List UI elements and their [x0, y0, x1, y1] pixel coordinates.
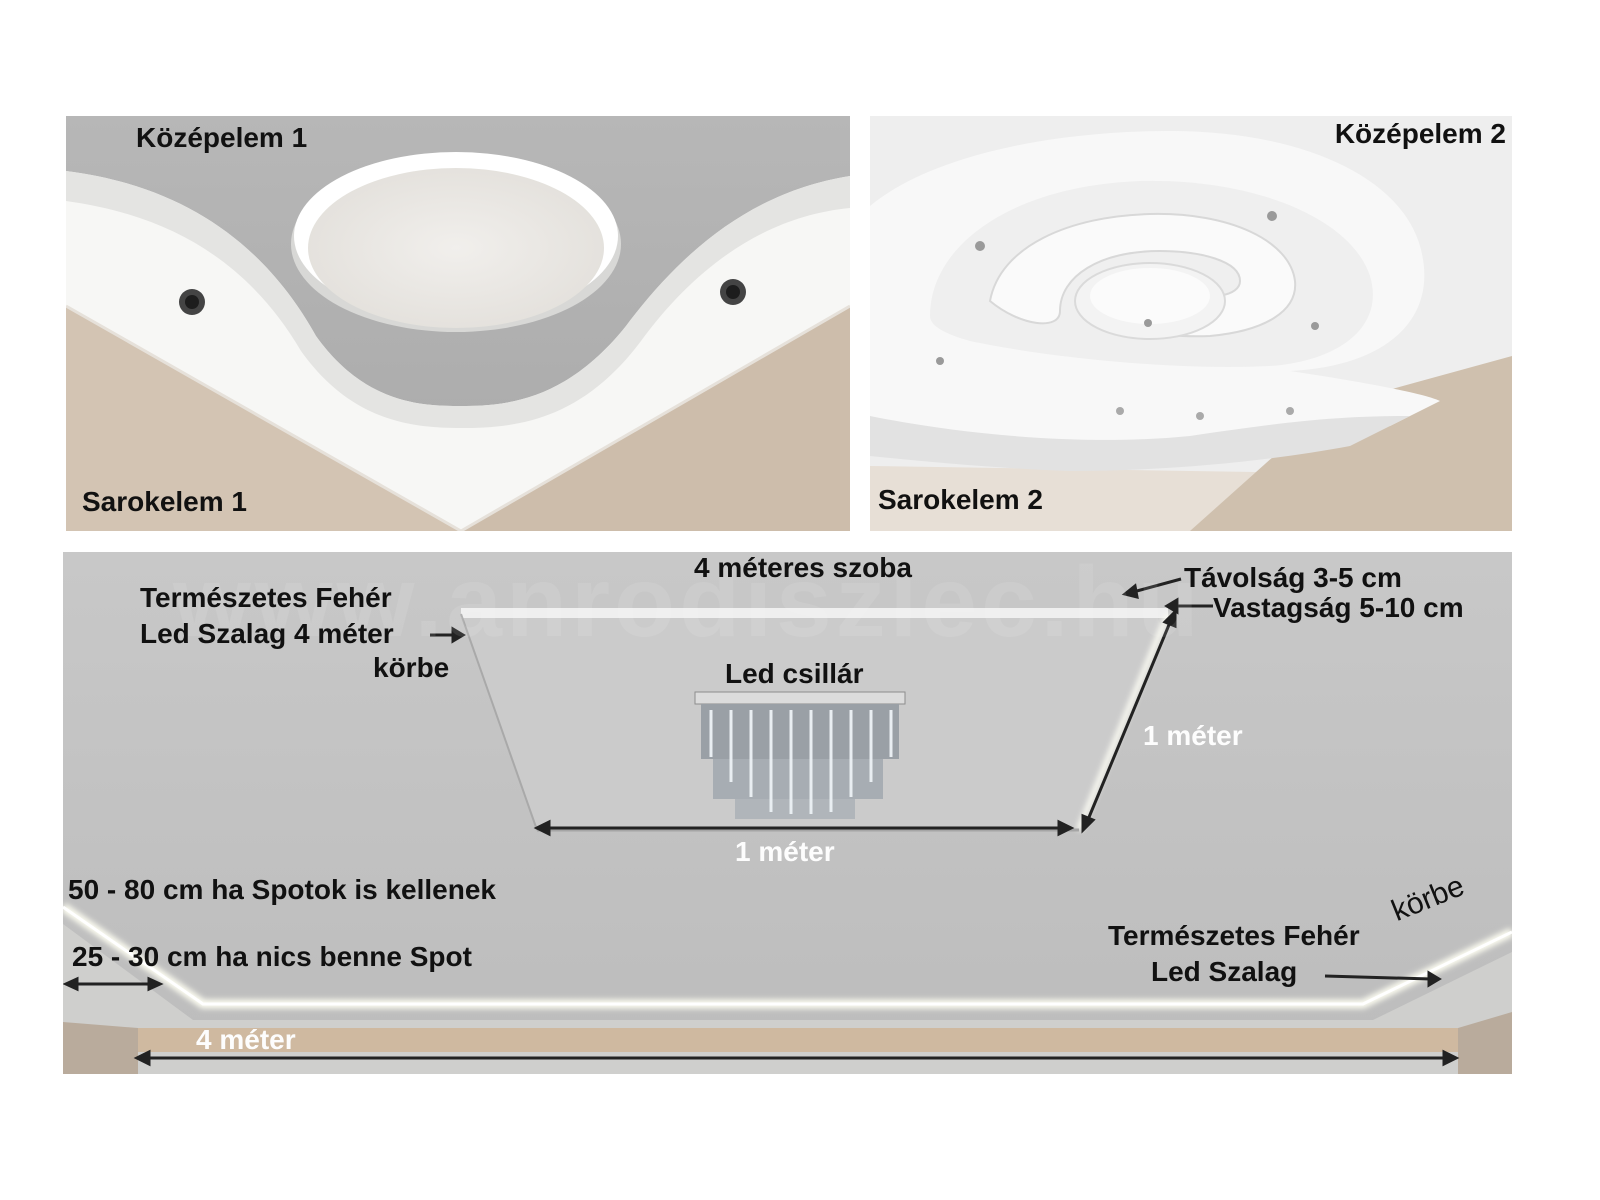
panel-kozepelem-1: Középelem 1 Sarokelem 1	[66, 116, 850, 531]
room-ceiling-illustration	[63, 552, 1512, 1074]
label-kozepelem-2: Középelem 2	[1334, 118, 1506, 149]
label-kozepelem-1: Középelem 1	[136, 122, 308, 153]
label-width-dimension: 4 méter	[196, 1024, 296, 1055]
label-sarokelem-1: Sarokelem 1	[82, 486, 247, 517]
label-bottom-dimension: 1 méter	[735, 836, 835, 867]
label-led-strip-bottom-1: Természetes Fehér	[1108, 920, 1360, 951]
label-led-strip-bottom-2: Led Szalag	[1151, 956, 1298, 987]
panel-kozepelem-2: Középelem 2 Sarokelem 2	[870, 116, 1512, 531]
label-led-strip-top-1: Természetes Fehér	[140, 582, 392, 613]
label-side-dimension: 1 méter	[1143, 720, 1243, 751]
label-distance: Távolság 3-5 cm	[1184, 562, 1402, 593]
watermark: www.anrodiszlec.hu	[173, 552, 1203, 658]
ceiling-illustration-1	[66, 116, 850, 531]
panel-room-diagram: www.anrodiszlec.hu 4 méteres szoba Termé…	[63, 552, 1512, 1074]
chandelier-icon	[694, 691, 906, 819]
label-chandelier: Led csillár	[725, 658, 864, 689]
label-no-spots-note: 25 - 30 cm ha nics benne Spot	[72, 941, 472, 972]
label-sarokelem-2: Sarokelem 2	[878, 484, 1043, 515]
label-spots-note: 50 - 80 cm ha Spotok is kellenek	[68, 874, 496, 905]
label-led-strip-top-3: körbe	[373, 652, 450, 683]
ceiling-illustration-2	[870, 116, 1512, 531]
label-led-strip-top-2: Led Szalag 4 méter	[140, 618, 394, 649]
label-room-size: 4 méteres szoba	[694, 552, 912, 583]
label-thickness: Vastagság 5-10 cm	[1213, 592, 1464, 623]
